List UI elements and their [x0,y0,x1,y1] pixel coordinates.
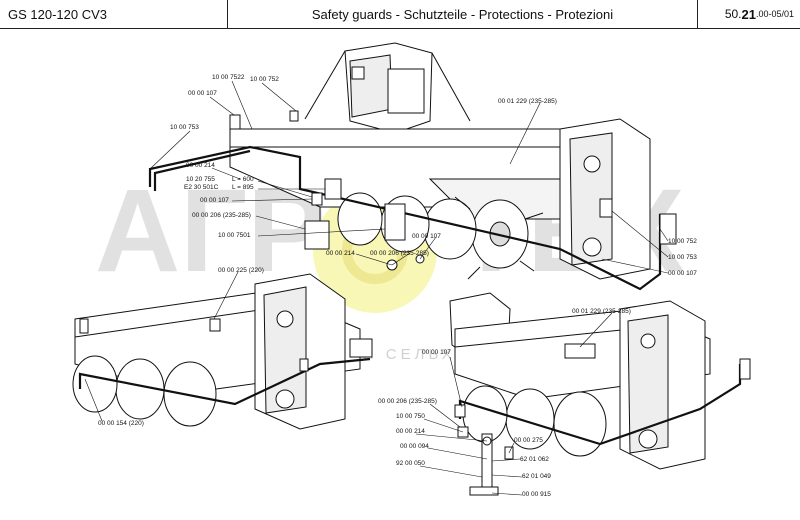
bottom-right-assembly [449,292,751,496]
br-rotor-tines [462,385,607,457]
bl-guard-bar [78,357,371,406]
leader-lines [84,80,669,496]
page-code-bold: 21 [741,6,756,22]
labels-bottom-left: 00 00 225 (220) 00 00 154 (220) [98,267,264,427]
labels-top: 10 00 7522 10 00 752 00 00 107 10 00 753… [170,74,697,277]
part-label: 10 00 750 [396,413,425,420]
part-label: 10 00 7501 [218,232,251,239]
part-label: 10 00 753 [170,124,199,131]
part-label: 00 00 214 [326,250,355,257]
bl-rotor-tines [72,355,217,427]
part-label: 00 00 214 [396,428,425,435]
part-label: 00 00 275 [514,437,543,444]
part-label: 00 00 214 [186,162,215,169]
part-label: 92 00 050 [396,460,425,467]
part-label: 00 00 206 (235-285) [192,212,251,219]
br-stand [469,433,514,496]
top-assembly [148,42,677,291]
page-code-suffix: .00-05/01 [755,9,794,19]
part-label: 00 00 206 (235-285) [370,250,429,257]
part-label: 00 00 107 [188,90,217,97]
part-label: 10 00 752 [250,76,279,83]
page-title: Safety guards - Schutzteile - Protection… [228,0,698,28]
part-label: 00 00 094 [400,443,429,450]
part-label: 00 00 206 (235-285) [378,398,437,405]
page-code-prefix: 50. [724,7,742,21]
part-label: 00 01 229 (235-285) [572,308,631,315]
bl-brackets [79,318,373,372]
bl-gearbox [254,273,346,430]
part-label: 00 01 229 (235-285) [498,98,557,105]
part-label: 10 00 753 [668,254,697,261]
part-label: 10 00 752 [668,238,697,245]
part-label: 00 00 107 [422,349,451,356]
part-label: L = 895 [232,184,254,191]
part-label: 00 00 107 [412,233,441,240]
part-label: 00 00 225 (220) [218,267,264,274]
part-label: 62 01 062 [520,456,549,463]
part-label: 10 00 7522 [212,74,245,81]
br-guard-bar [458,364,742,446]
part-label: 62 01 049 [522,473,551,480]
part-label: 00 00 107 [668,270,697,277]
part-label: 10 20 755 [186,176,215,183]
part-label: 00 00 107 [200,197,229,204]
part-label: L = 600 [232,176,254,183]
part-label: 00 00 915 [522,491,551,498]
model-name: GS 120-120 CV3 [0,0,228,28]
page-header: GS 120-120 CV3 Safety guards - Schutztei… [0,0,800,29]
part-label: 00 00 154 (220) [98,420,144,427]
brackets-bolts [229,110,677,271]
part-label: E2 30 501C [184,184,219,191]
labels-bottom-right: 00 01 229 (235-285) 00 00 107 00 00 206 … [378,308,631,498]
br-gearbox [619,300,706,470]
bottom-left-assembly [72,273,373,430]
page-code: 50.21.00-05/01 [698,0,800,28]
exploded-parts-diagram: АГР ТЕХ ЗАПЧАСТИ ДЛЯ СЕЛЬХОЗТЕХНИКИ [72,42,751,498]
hitch-frame [304,42,471,134]
